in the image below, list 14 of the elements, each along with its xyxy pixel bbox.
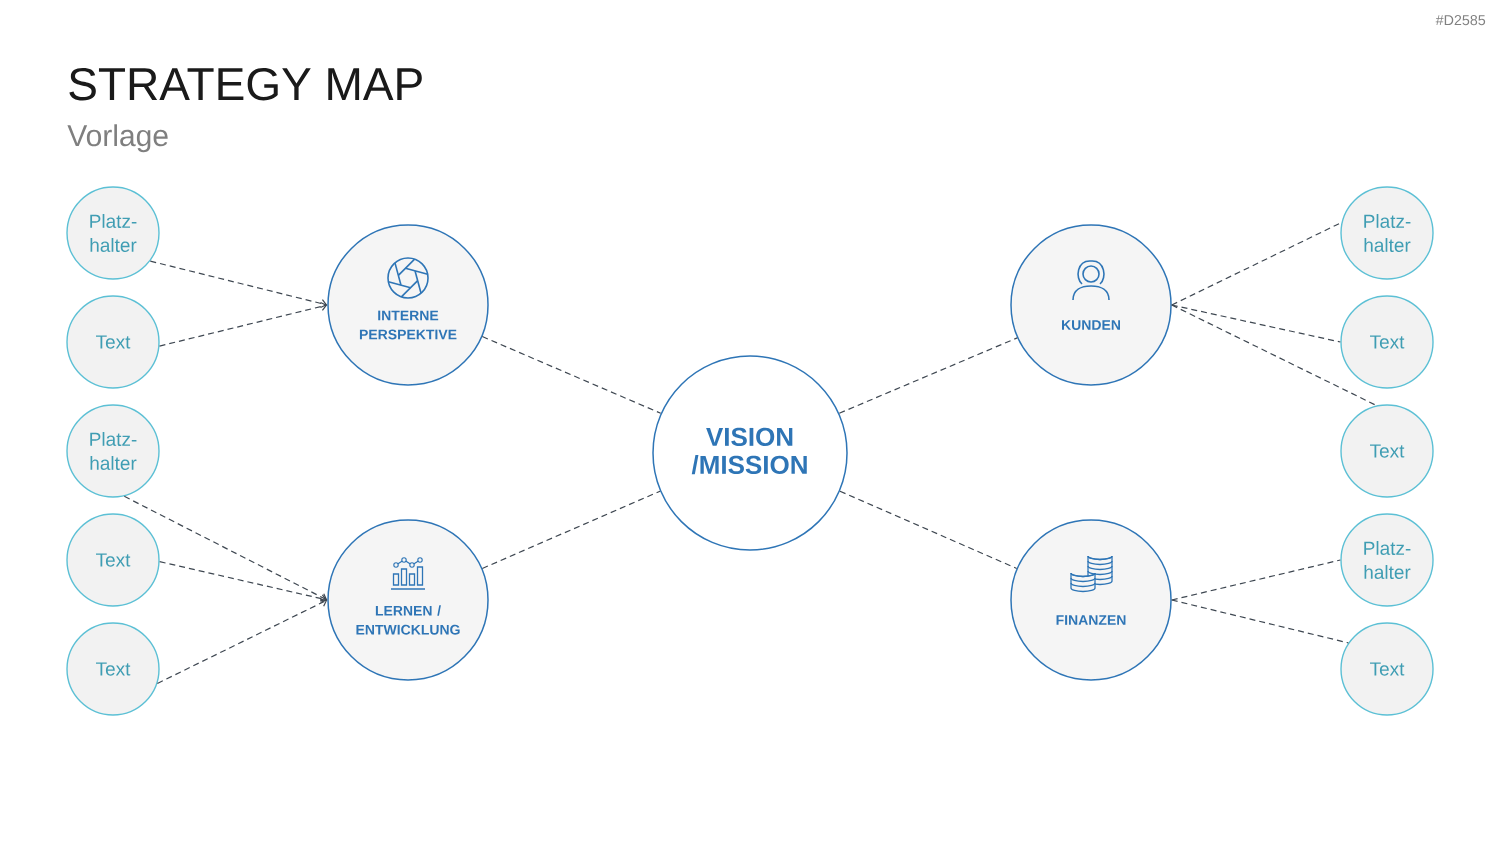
template-code: #D2585 [1435,15,1486,26]
connector-line [838,337,1018,414]
arrow [149,260,328,309]
subtitle: Vorlage [67,124,168,153]
connector-line [1171,304,1378,407]
arrow [156,598,328,685]
connector-line [1171,559,1341,601]
connector-line [839,490,1018,570]
connector-line [481,490,661,570]
connector-line [1171,221,1343,306]
arrow [158,301,328,347]
title: STRATEGY MAP [69,67,422,101]
connector-line [1171,599,1349,644]
arrow [159,561,328,604]
